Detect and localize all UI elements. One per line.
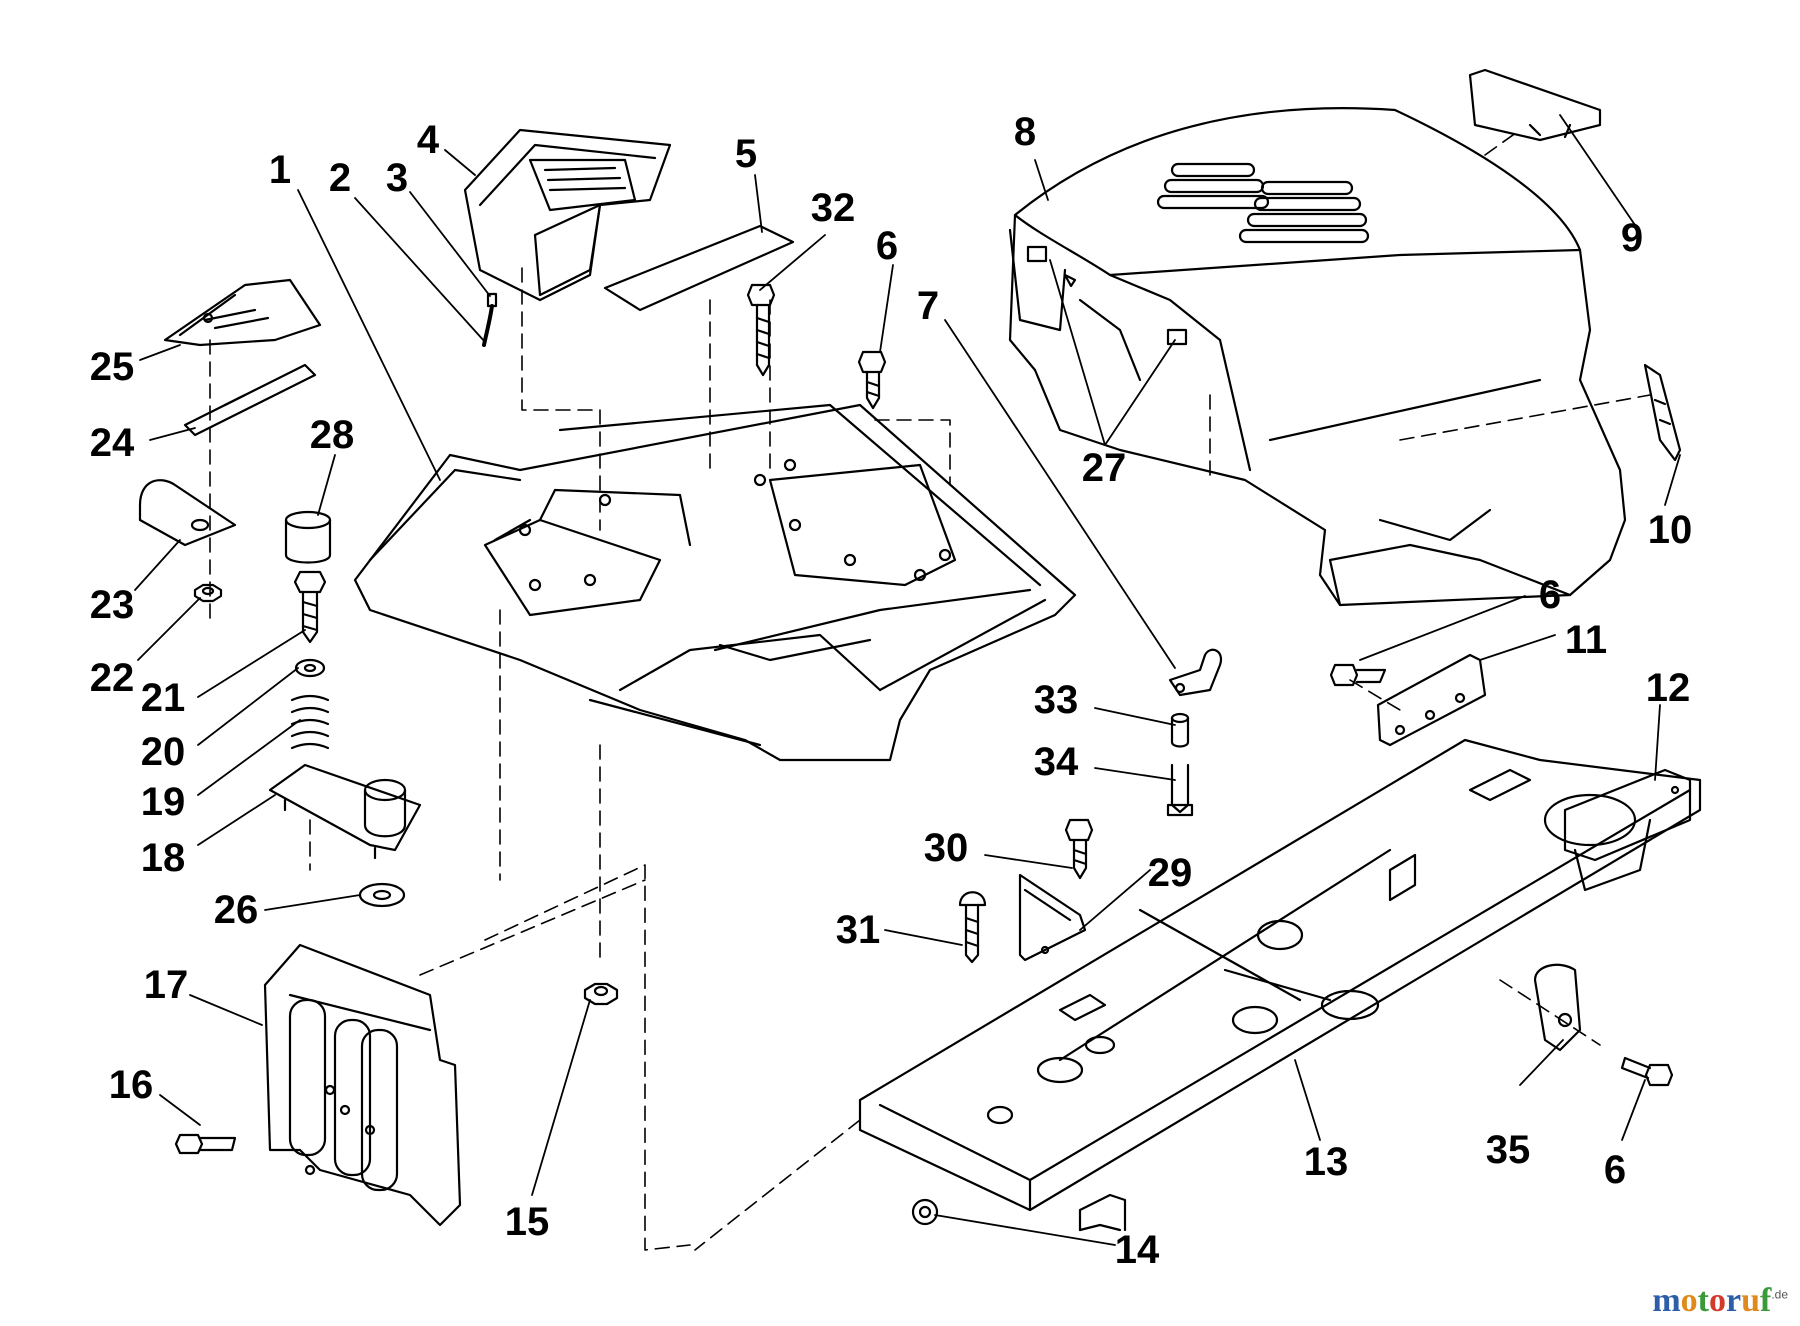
callout-13: 13 [1303,1140,1349,1184]
callout-8: 8 [1013,110,1037,154]
callout-6b: 6 [1538,573,1562,617]
callout-34: 34 [1033,740,1079,784]
nut-part-22 [193,583,223,603]
bracket-part-23 [138,479,237,547]
callout-17: 17 [143,963,189,1007]
spring-part-19 [290,694,330,750]
bolt-part-34 [1166,763,1194,817]
callout-28: 28 [309,413,355,457]
tray-part-4 [463,128,672,302]
nut-part-15 [583,982,619,1006]
bolt-part-16 [174,1133,237,1155]
callout-30: 30 [923,826,969,870]
callout-27: 27 [1081,446,1127,490]
callout-6c: 6 [1603,1148,1627,1192]
spacer-part-33 [1170,712,1190,748]
plate-part-24 [183,363,317,437]
callout-31: 31 [835,908,881,952]
callout-1: 1 [268,148,292,192]
callout-3: 3 [385,156,409,200]
callout-32: 32 [810,186,856,230]
trim-part-9 [1468,68,1602,142]
washer-part-20 [294,658,326,678]
nut-part-14 [911,1198,939,1226]
bolt-part-6b [1329,663,1387,687]
bracket-part-11 [1376,653,1487,747]
watermark-letter: t [1697,1282,1709,1319]
callout-35: 35 [1485,1128,1531,1172]
callout-4: 4 [416,118,440,162]
callout-25: 25 [89,345,135,389]
bolt-part-6c [1620,1056,1674,1087]
callout-11: 11 [1564,618,1608,662]
watermark-letter: o [1708,1282,1726,1319]
bracket-part-35 [1533,963,1582,1052]
hood-part-8 [1008,107,1627,607]
washer-part-26 [358,882,406,908]
watermark-logo: motoruf.de [1652,1284,1788,1318]
callout-26: 26 [213,888,259,932]
callout-21: 21 [140,676,186,720]
trim-part-10 [1643,363,1682,462]
callout-6a: 6 [875,224,899,268]
watermark-letter: r [1725,1282,1742,1319]
bolt-part-30 [1064,818,1094,880]
callout-5: 5 [734,132,758,176]
callout-19: 19 [140,780,186,824]
cap-part-28 [284,510,332,564]
callout-14: 14 [1114,1228,1160,1272]
callout-24: 24 [89,421,135,465]
callout-20: 20 [140,730,186,774]
bolt-part-6a [857,350,887,410]
decal-part-5 [603,224,795,312]
gusset-part-29 [1018,873,1087,962]
bolt-part-21 [293,570,327,644]
frame-part-13 [858,738,1702,1232]
switch-plate-part-18 [268,763,422,860]
bolt-part-31 [958,891,987,964]
watermark-domain: .de [1771,1287,1788,1302]
watermark-letter: u [1741,1282,1760,1319]
callout-7: 7 [916,284,940,328]
callout-22: 22 [89,656,135,700]
callout-9: 9 [1620,216,1644,260]
bolt-part-32 [746,283,776,377]
cover-part-25 [163,278,322,347]
callout-16: 16 [108,1063,154,1107]
callout-18: 18 [140,836,186,880]
body-panel-part-1 [353,403,1077,762]
callout-15: 15 [504,1200,550,1244]
bracket-part-7 [1168,648,1223,697]
callout-23: 23 [89,583,135,627]
shield-part-17 [263,943,462,1227]
tube-part-2 [482,304,494,347]
watermark-letter: m [1652,1282,1681,1319]
leader-lines [134,114,1681,1246]
rail-part-12 [1563,768,1692,892]
watermark-letter: f [1759,1282,1772,1319]
callout-33: 33 [1033,678,1079,722]
callout-29: 29 [1147,851,1193,895]
watermark-letter: o [1680,1282,1698,1319]
callout-12: 12 [1645,666,1691,710]
callout-2: 2 [328,156,352,200]
callout-10: 10 [1647,508,1693,552]
